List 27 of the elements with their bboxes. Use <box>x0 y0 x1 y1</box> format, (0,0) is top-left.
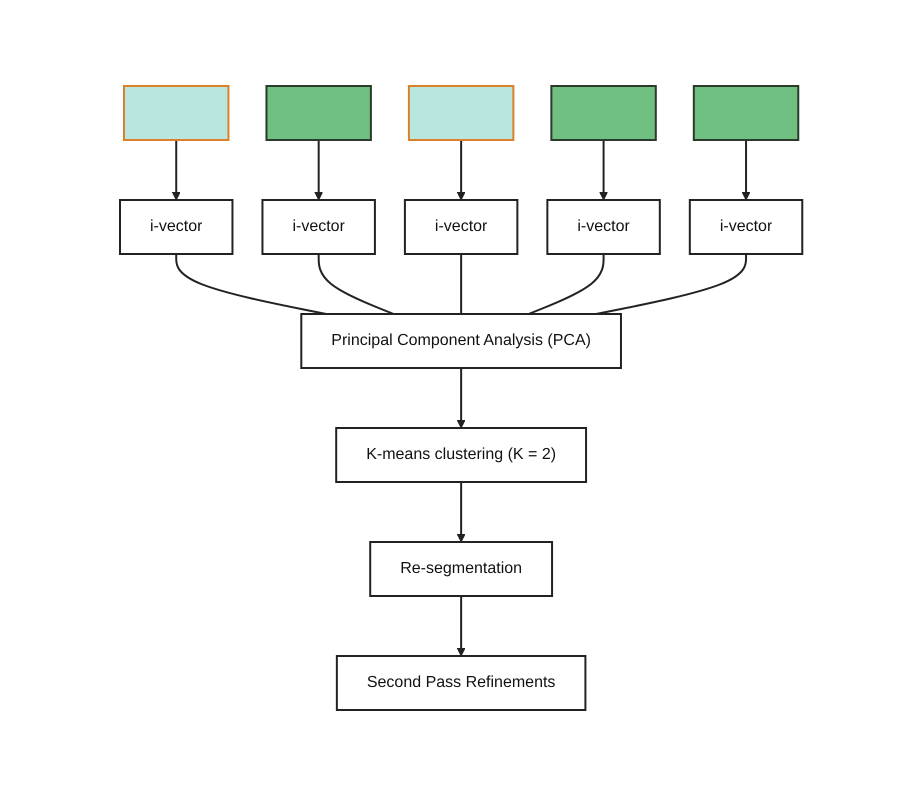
node-picture <box>550 85 657 141</box>
node-picture <box>692 85 800 141</box>
arrow <box>456 140 466 200</box>
connector <box>318 254 394 315</box>
arrow <box>172 140 180 200</box>
connector <box>175 254 326 315</box>
node-box: i-vector <box>688 199 804 255</box>
node-box: Second Pass Refinements <box>336 655 586 711</box>
node-box: K-means clustering (K = 2) <box>335 427 587 483</box>
arrow <box>599 140 608 200</box>
connector <box>596 254 747 315</box>
arrow <box>456 368 466 428</box>
node-box: i-vector <box>404 199 518 255</box>
arrow <box>314 140 323 200</box>
node-picture <box>265 85 372 141</box>
node-box: i-vector <box>118 199 234 255</box>
node-picture <box>122 85 230 141</box>
arrow <box>456 596 466 656</box>
node-box: Re-segmentation <box>369 541 553 597</box>
arrow <box>456 482 466 542</box>
node-box: i-vector <box>261 199 376 255</box>
arrow <box>742 140 750 200</box>
node-picture <box>408 85 514 141</box>
connector <box>460 254 462 314</box>
node-box: Principal Component Analysis (PCA) <box>300 313 622 369</box>
node-box: i-vector <box>546 199 661 255</box>
connector <box>528 254 604 315</box>
